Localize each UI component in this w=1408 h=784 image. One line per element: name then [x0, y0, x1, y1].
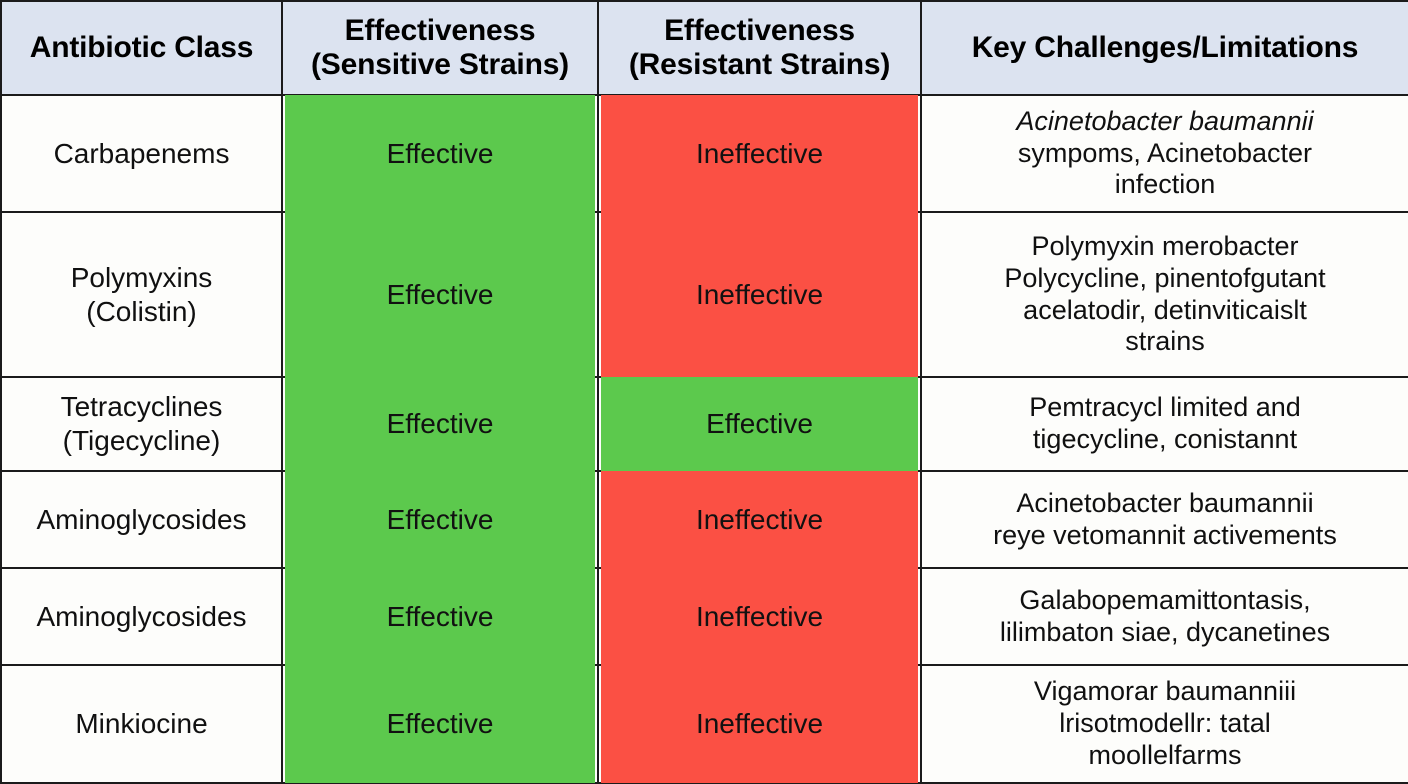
effectiveness-badge-effective: Effective — [285, 471, 595, 568]
challenge-line: Polymyxin merobacter — [1031, 230, 1299, 261]
effectiveness-badge-ineffective: Ineffective — [601, 471, 918, 568]
effectiveness-badge-ineffective: Ineffective — [601, 665, 918, 783]
cell-key-challenges: Acinetobacter baumannii sympoms, Acineto… — [920, 94, 1408, 213]
table-row: Carbapenems Effective Ineffective Acinet… — [0, 94, 1408, 213]
challenge-line: tigecycline, conistannt — [1032, 424, 1298, 454]
cell-effectiveness-resistant: Ineffective — [597, 470, 922, 569]
challenge-line: Vigamorar baumanniii — [1033, 676, 1297, 707]
column-header-line: Effectiveness — [664, 14, 855, 48]
challenge-line: Galabopemamittontasis, — [1019, 584, 1311, 615]
antibiotic-class-line: Tetracyclines — [60, 391, 223, 423]
cell-effectiveness-sensitive: Effective — [281, 664, 599, 784]
table-row: Aminoglycosides Effective Ineffective Ga… — [0, 567, 1408, 666]
column-header-line: (Resistant Strains) — [628, 48, 891, 81]
effectiveness-badge-effective: Effective — [285, 212, 595, 377]
column-header-line: Key Challenges/Limitations — [971, 31, 1359, 65]
effectiveness-badge-effective: Effective — [285, 568, 595, 665]
effectiveness-badge-ineffective: Ineffective — [601, 212, 918, 377]
challenge-line: Acinetobacter baumannii — [1016, 487, 1314, 518]
cell-key-challenges: Vigamorar baumanniii lrisotmodellr: tata… — [920, 664, 1408, 784]
effectiveness-badge-effective: Effective — [285, 95, 595, 212]
cell-key-challenges: Polymyxin merobacter Polycycline, pinent… — [920, 211, 1408, 378]
challenge-line: Acinetobacter baumannii — [1016, 105, 1314, 136]
cell-effectiveness-sensitive: Effective — [281, 567, 599, 666]
effectiveness-badge-ineffective: Ineffective — [601, 95, 918, 212]
table-row: Polymyxins (Colistin) Effective Ineffect… — [0, 211, 1408, 378]
cell-antibiotic-class: Tetracyclines (Tigecycline) — [0, 376, 283, 472]
challenge-line: moollelfarms — [1088, 739, 1242, 770]
antibiotic-class-line: Minkiocine — [75, 708, 208, 740]
header-row: Antibiotic Class Effectiveness (Sensitiv… — [0, 0, 1408, 96]
cell-effectiveness-sensitive: Effective — [281, 376, 599, 472]
cell-effectiveness-sensitive: Effective — [281, 94, 599, 213]
cell-antibiotic-class: Carbapenems — [0, 94, 283, 213]
cell-antibiotic-class: Minkiocine — [0, 664, 283, 784]
challenge-line: Pemtracycl limited and — [1029, 392, 1301, 423]
cell-effectiveness-resistant: Ineffective — [597, 94, 922, 213]
cell-effectiveness-sensitive: Effective — [281, 470, 599, 569]
column-header-effectiveness-resistant: Effectiveness (Resistant Strains) — [597, 0, 922, 96]
column-header-line: Antibiotic Class — [29, 31, 254, 65]
effectiveness-badge-effective: Effective — [285, 665, 595, 783]
table-body: Carbapenems Effective Ineffective Acinet… — [0, 94, 1408, 784]
antibiotic-class-line: Aminoglycosides — [36, 600, 247, 632]
challenge-line: sympoms, Acinetobacter — [1017, 137, 1313, 168]
effectiveness-badge-effective: Effective — [285, 377, 595, 471]
column-header-key-challenges: Key Challenges/Limitations — [920, 0, 1408, 96]
table-header: Antibiotic Class Effectiveness (Sensitiv… — [0, 0, 1408, 96]
cell-key-challenges: Pemtracycl limited and tigecycline, coni… — [920, 376, 1408, 472]
challenge-line: Polycycline, pinentofgutant — [1004, 262, 1326, 293]
cell-antibiotic-class: Aminoglycosides — [0, 567, 283, 666]
antibiotic-class-line: Polymyxins — [70, 261, 213, 293]
challenge-line: strains — [1125, 326, 1205, 357]
table-row: Minkiocine Effective Ineffective Vigamor… — [0, 664, 1408, 784]
antibiotic-class-line: (Colistin) — [86, 295, 197, 327]
antibiotic-class-line: (Tigecycline) — [62, 425, 221, 456]
challenge-line: lrisotmodellr: tatal — [1059, 708, 1271, 739]
challenge-line: acelatodir, detinviticaislt — [1023, 294, 1307, 325]
cell-key-challenges: Galabopemamittontasis, lilimbaton siae, … — [920, 567, 1408, 666]
cell-effectiveness-resistant: Ineffective — [597, 567, 922, 666]
antibiotic-class-line: Aminoglycosides — [36, 503, 247, 535]
cell-antibiotic-class: Polymyxins (Colistin) — [0, 211, 283, 378]
cell-effectiveness-resistant: Effective — [597, 376, 922, 472]
column-header-line: (Sensitive Strains) — [311, 48, 569, 81]
effectiveness-badge-ineffective: Ineffective — [601, 568, 918, 665]
column-header-line: Effectiveness — [344, 14, 536, 48]
cell-effectiveness-resistant: Ineffective — [597, 664, 922, 784]
challenge-line: infection — [1114, 169, 1216, 200]
table-row: Aminoglycosides Effective Ineffective Ac… — [0, 470, 1408, 569]
table-row: Tetracyclines (Tigecycline) Effective Ef… — [0, 376, 1408, 472]
antibiotic-class-line: Carbapenems — [53, 137, 230, 169]
cell-effectiveness-resistant: Ineffective — [597, 211, 922, 378]
challenge-line: reye vetomannit activements — [993, 519, 1337, 550]
cell-antibiotic-class: Aminoglycosides — [0, 470, 283, 569]
column-header-effectiveness-sensitive: Effectiveness (Sensitive Strains) — [281, 0, 599, 96]
effectiveness-badge-effective: Effective — [601, 377, 918, 471]
cell-effectiveness-sensitive: Effective — [281, 211, 599, 378]
challenge-line: lilimbaton siae, dycanetines — [999, 616, 1331, 647]
column-header-antibiotic-class: Antibiotic Class — [0, 0, 283, 96]
cell-key-challenges: Acinetobacter baumannii reye vetomannit … — [920, 470, 1408, 569]
